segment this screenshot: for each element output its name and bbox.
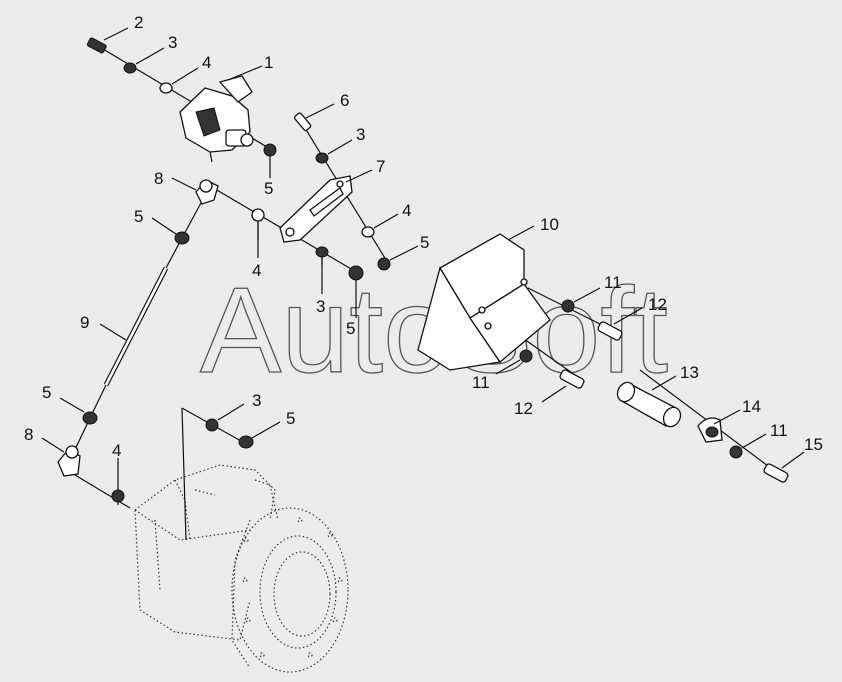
callout-3b: 3 [356,125,365,144]
washer-part-4a [159,82,173,94]
washer-part-3c [315,246,329,258]
nut-part-5d [348,265,364,281]
lever-part-7 [279,175,353,243]
callout-8a: 8 [154,169,163,188]
callout-4a: 4 [202,53,211,72]
nut-part-5a [263,143,277,157]
callout-4b: 4 [402,201,411,220]
bolt-part-12a [597,321,623,341]
leader-lines [41,27,805,490]
callout-5b: 5 [134,207,143,226]
callout-3a: 3 [168,33,177,52]
washer-part-4d [111,489,125,503]
bolt-part-15 [763,463,789,483]
callout-1: 1 [264,53,273,72]
washer-part-3d [205,418,219,432]
callout-11a: 11 [604,273,622,292]
nut-part-5b [377,257,391,271]
washer-part-11b [519,349,533,363]
callout-5c: 5 [420,233,429,252]
nut-part-5e [82,411,98,425]
callout-6: 6 [340,91,349,110]
washer-part-3b [315,152,329,164]
nut-part-5c [174,231,190,245]
bolt-part-2 [86,37,107,54]
callout-labels: 1 2 3 4 5 6 3 7 8 5 4 5 4 3 5 10 11 12 9… [24,13,823,460]
callout-15: 15 [804,435,823,454]
callout-5a: 5 [264,179,273,198]
callout-9: 9 [80,313,89,332]
callout-12b: 12 [514,399,533,418]
washer-part-3a [123,62,137,74]
threaded-rod-part-9 [103,266,169,387]
callout-5e: 5 [42,383,51,402]
callout-2: 2 [134,13,143,32]
bracket-part-10 [417,233,551,371]
callout-5f: 5 [286,409,295,428]
bolt-part-12b [559,369,585,389]
spacer-tube-part-13 [616,381,682,428]
washer-part-4b [361,226,375,238]
callout-12a: 12 [648,295,667,314]
callout-5d: 5 [346,319,355,338]
nut-part-5f [238,435,254,449]
ball-joint-part-8a [195,179,219,205]
callout-7: 7 [376,157,385,176]
callout-3d: 3 [252,391,261,410]
sensor-part-1 [179,75,254,163]
washer-part-11a [561,299,575,313]
callout-14: 14 [742,397,761,416]
washer-part-11c [729,445,743,459]
callout-4d: 4 [112,441,121,460]
bolt-part-6 [293,112,312,132]
callout-3c: 3 [316,297,325,316]
callout-11b: 11 [472,373,490,392]
callout-10: 10 [540,215,559,234]
gearbox-housing [134,464,349,673]
clamp-part-14 [697,417,723,443]
ball-joint-part-8b [57,445,81,477]
washer-part-4c [251,208,265,222]
callout-8b: 8 [24,425,33,444]
callout-11c: 11 [770,421,788,440]
callout-13: 13 [680,363,699,382]
callout-4c: 4 [252,261,261,280]
